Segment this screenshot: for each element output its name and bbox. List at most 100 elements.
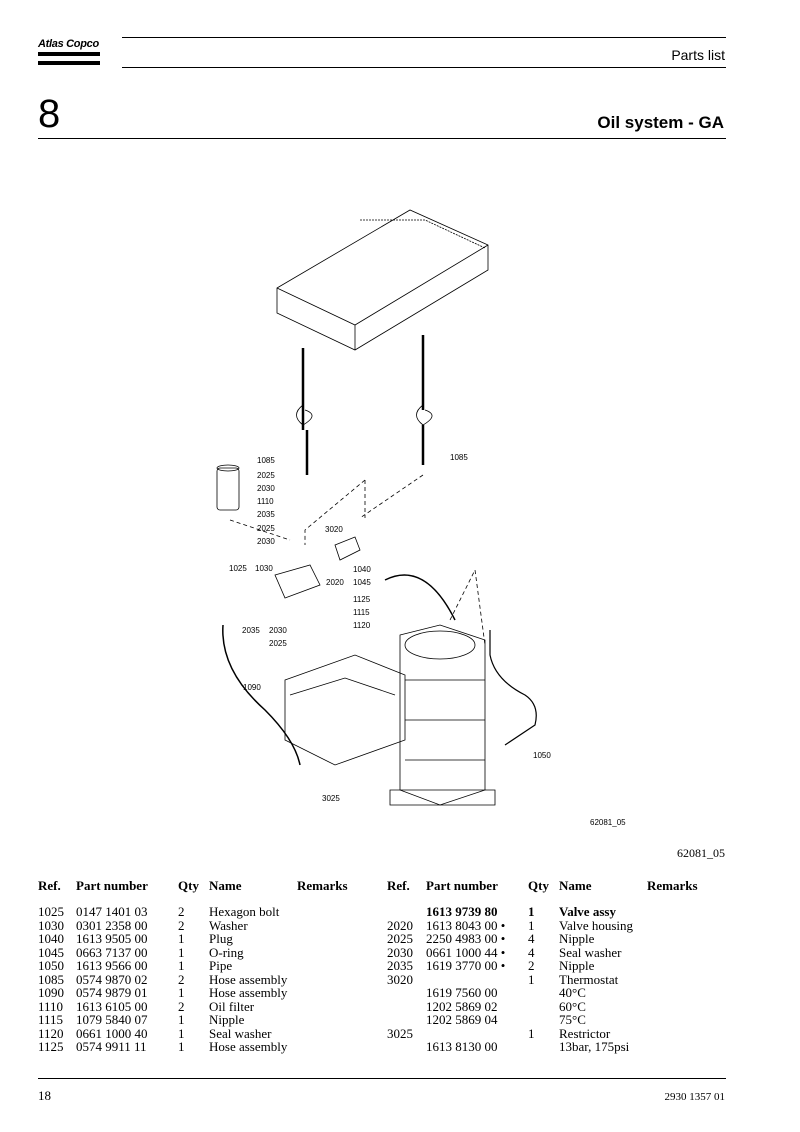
col-header-part-number: Part number <box>76 878 148 893</box>
cell-qty: 2 <box>178 904 185 919</box>
cell-remarks <box>647 919 725 933</box>
cell-part-number: 0661 1000 44 • <box>426 944 506 960</box>
cell-remarks <box>297 1027 357 1041</box>
cell-qty: 4 <box>528 931 535 946</box>
cell-ref: 1120 <box>38 1025 64 1041</box>
cell-qty: 4 <box>528 944 535 960</box>
cell-remarks <box>297 905 357 919</box>
cell-qty: 1 <box>178 931 185 946</box>
callout-label: 1085 <box>450 453 468 462</box>
cell-name: Nipple <box>559 931 595 946</box>
cell-remarks <box>297 932 357 946</box>
cell-qty: 2 <box>528 958 535 973</box>
cell-ref: 1040 <box>38 931 64 946</box>
logo-bar <box>38 61 100 65</box>
cell-ref <box>387 1000 426 1014</box>
cell-qty: 2 <box>178 917 185 933</box>
cell-ref: 1115 <box>38 1012 64 1027</box>
callout-label: 1030 <box>255 564 273 573</box>
cell-remarks <box>647 959 725 973</box>
cell-name: 75°C <box>559 1012 586 1027</box>
cell-part-number: 2250 4983 00 • <box>426 931 506 946</box>
col-header-name: Name <box>209 878 242 893</box>
cell-remarks <box>647 932 725 946</box>
cell-qty: 1 <box>178 1039 185 1054</box>
cell-qty <box>528 986 559 1000</box>
col-header-remarks: Remarks <box>647 878 698 893</box>
cell-part-number: 1619 3770 00 • <box>426 958 506 973</box>
cell-ref: 3020 <box>387 971 413 987</box>
cell-part-number <box>426 1027 528 1041</box>
oil-system-exploded-diagram: 1085 1085 2025 2030 1110 2035 2025 2030 … <box>216 209 626 827</box>
cell-part-number: 1613 9505 00 <box>76 931 148 946</box>
cell-ref: 2020 <box>387 917 413 933</box>
cell-part-number: 0574 9911 11 <box>76 1039 147 1054</box>
valve-housing <box>274 564 321 599</box>
cell-remarks <box>297 973 357 987</box>
oil-filter <box>216 467 240 511</box>
drawing-number: 62081_05 <box>677 846 725 860</box>
cell-ref: 1090 <box>38 985 64 1000</box>
cell-name: Nipple <box>559 958 595 973</box>
header-rule-top <box>122 37 726 38</box>
cell-name: Seal washer <box>209 1025 272 1041</box>
cell-qty: 1 <box>528 1025 535 1041</box>
cell-ref: 1045 <box>38 944 64 960</box>
cell-qty: 1 <box>178 944 185 960</box>
cell-ref: 1025 <box>38 904 64 919</box>
cell-ref: 3025 <box>387 1025 413 1041</box>
callout-label: 2030 <box>257 537 275 546</box>
cell-name: Seal washer <box>559 944 622 960</box>
callout-label: 1115 <box>353 608 370 617</box>
cell-part-number: 1079 5840 07 <box>76 1012 148 1027</box>
cell-remarks <box>647 905 725 919</box>
callout-label: 2025 <box>257 524 275 533</box>
cell-remarks <box>647 1000 725 1014</box>
col-header-qty: Qty <box>178 878 199 893</box>
cell-part-number: 0574 9870 02 <box>76 971 148 987</box>
cell-remarks <box>297 1040 357 1054</box>
cell-part-number: 0301 2358 00 <box>76 917 148 933</box>
cell-qty <box>528 1013 559 1027</box>
hose-1125 <box>384 574 456 621</box>
cell-remarks <box>647 1040 725 1054</box>
cell-part-number: 0661 1000 40 <box>76 1025 148 1041</box>
chapter-title: Oil system - GA <box>597 113 724 132</box>
cell-part-number: 1619 7560 00 <box>426 985 498 1000</box>
compressor-element <box>284 654 406 766</box>
cell-name: Nipple <box>209 1012 245 1027</box>
cell-part-number: 1202 5869 02 <box>426 998 498 1014</box>
cell-remarks <box>297 1000 357 1014</box>
cell-part-number: 1613 6105 00 <box>76 998 148 1014</box>
table-header-row: Ref. Part number Qty Name Remarks <box>387 872 725 894</box>
cell-name: 40°C <box>559 985 586 1000</box>
cell-name: Thermostat <box>559 971 619 987</box>
logo-bar <box>38 52 100 56</box>
cell-part-number: 0663 7137 00 <box>76 944 148 960</box>
callout-label: 2025 <box>269 639 287 648</box>
col-header-part-number: Part number <box>426 878 498 893</box>
cell-name: Washer <box>209 917 248 933</box>
parts-table-right: Ref. Part number Qty Name Remarks 1613 9… <box>387 872 725 1054</box>
cell-part-number: 1613 9566 00 <box>76 958 148 973</box>
callout-label: 1085 <box>257 456 275 465</box>
pipe-1050 <box>489 630 537 746</box>
cell-qty: 1 <box>528 904 535 919</box>
table-header-row: Ref. Part number Qty Name Remarks <box>38 872 357 894</box>
cell-remarks <box>647 986 725 1000</box>
cell-remarks <box>297 1013 357 1027</box>
cell-part-number: 0147 1401 03 <box>76 904 148 919</box>
thermostat <box>334 536 361 561</box>
callout-label: 2025 <box>257 471 275 480</box>
